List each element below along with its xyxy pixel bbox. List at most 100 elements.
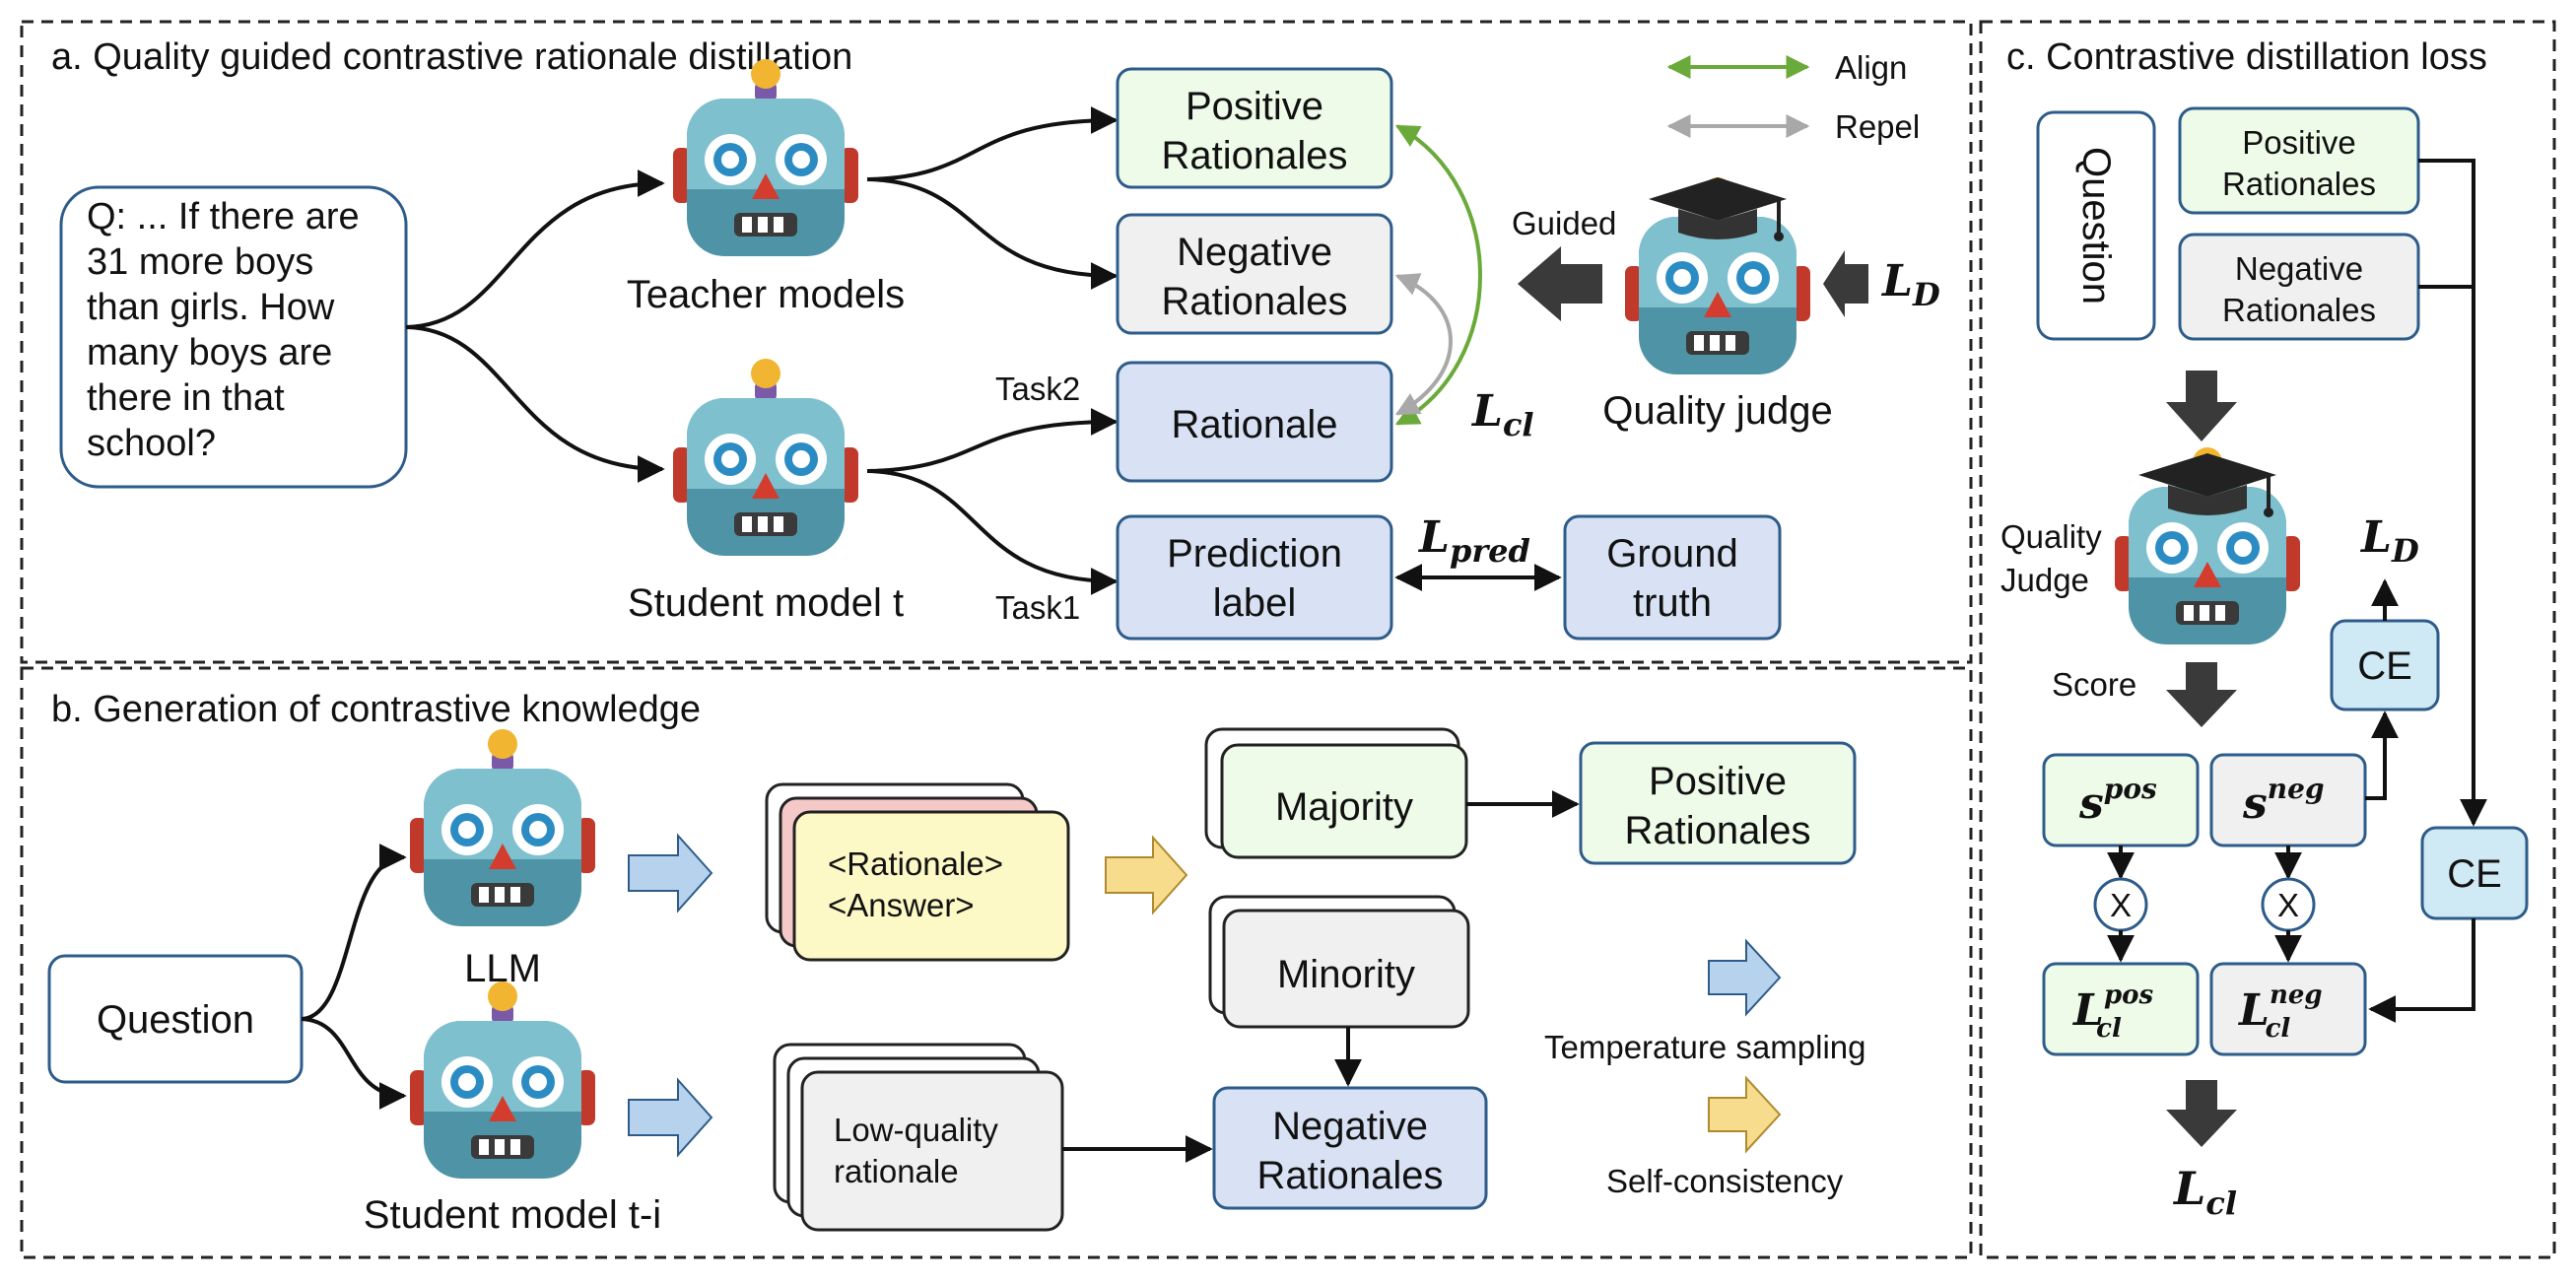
- route-positive-ce: [2418, 159, 2487, 827]
- teacher-label: Teacher models: [627, 273, 905, 316]
- ground-truth-text-2: truth: [1633, 581, 1712, 625]
- negative-b-text-1: Negative: [1272, 1105, 1428, 1148]
- rationale-box: [1116, 361, 1393, 483]
- down-arrow-score: [2166, 662, 2237, 727]
- positive-rationales-box-b: [1579, 741, 1857, 865]
- question-b-text: Question: [97, 998, 254, 1042]
- legend-self-consistency-arrow: [1708, 1075, 1782, 1154]
- legend-temperature-arrow: [1708, 938, 1782, 1017]
- ground-truth-text-1: Ground: [1606, 532, 1737, 575]
- l-d-label-a: LD: [1880, 256, 1940, 313]
- self-consistency-arrow: [1105, 835, 1188, 915]
- rationale-answer-card: [792, 810, 1070, 962]
- question-text: Q: ... If there are 31 more boys than gi…: [87, 196, 360, 464]
- temp-arrow-student: [628, 1077, 713, 1158]
- low-quality-text-1: Low-quality: [834, 1112, 998, 1148]
- panel-a-frame: [20, 20, 1973, 664]
- l-cl-final-label: Lcl: [2172, 1162, 2237, 1222]
- majority-box: [1220, 743, 1468, 859]
- arrow-question-llm: [301, 844, 407, 1021]
- negative-c-text-1: Negative: [2235, 250, 2363, 287]
- task2-label: Task2: [995, 371, 1080, 407]
- svg-text:many boys are: many boys are: [87, 332, 332, 373]
- multiply-neg-text: X: [2277, 887, 2299, 923]
- positive-rationales-box: [1116, 67, 1393, 189]
- panel-b-title: b. Generation of contrastive knowledge: [51, 689, 701, 730]
- arrow-question-student: [405, 325, 665, 483]
- student-robot-icon: [673, 359, 858, 556]
- task1-label: Task1: [995, 589, 1080, 626]
- majority-label: Majority: [1275, 785, 1413, 829]
- positive-b-text-1: Positive: [1649, 760, 1787, 803]
- negative-c-text-2: Rationales: [2222, 292, 2376, 328]
- low-quality-text-2: rationale: [834, 1153, 959, 1189]
- svg-text:31 more boys: 31 more boys: [87, 241, 313, 283]
- svg-text:than girls. How: than girls. How: [87, 287, 335, 328]
- arrow-question-student-b: [301, 1017, 407, 1110]
- arrow-student-rationale: [866, 408, 1119, 473]
- arrow-sneg-ce: [2365, 710, 2399, 800]
- quality-judge-label: Quality judge: [1602, 389, 1832, 433]
- negative-rationales-text-1: Negative: [1177, 231, 1332, 274]
- s-neg-label: sneg: [2242, 773, 2325, 829]
- down-arrow-lcl: [2166, 1080, 2237, 1147]
- student-label: Student model t: [628, 581, 904, 625]
- svg-text:there in that: there in that: [87, 377, 285, 419]
- question-box: [59, 185, 408, 489]
- l-cl-label: Lcl: [1470, 386, 1534, 443]
- rationale-tag: <Rationale>: [828, 845, 1003, 882]
- arrow-teacher-negative: [866, 177, 1119, 290]
- svg-text:school?: school?: [87, 423, 216, 464]
- temp-arrow-llm: [628, 833, 713, 913]
- teacher-robot-icon: [673, 59, 858, 256]
- positive-rationales-text-1: Positive: [1186, 85, 1323, 128]
- positive-b-text-2: Rationales: [1624, 809, 1810, 852]
- question-c-text: Question: [2074, 147, 2118, 304]
- legend-repel-label: Repel: [1835, 108, 1920, 145]
- legend-align-label: Align: [1835, 49, 1907, 86]
- student-b-label: Student model t-i: [364, 1193, 661, 1237]
- arrow-teacher-positive: [866, 106, 1119, 181]
- svg-text:Q: ... If there are: Q: ... If there are: [87, 196, 360, 237]
- rationale-text: Rationale: [1171, 403, 1337, 446]
- ce-right-label: CE: [2447, 852, 2502, 896]
- positive-c-text-1: Positive: [2242, 124, 2356, 161]
- guided-block-arrow: [1518, 246, 1602, 321]
- negative-b-text-2: Rationales: [1256, 1154, 1443, 1197]
- negative-rationales-box-b: [1212, 1086, 1488, 1210]
- s-pos-label: spos: [2078, 773, 2157, 829]
- student-b-robot-icon: [410, 981, 595, 1179]
- ce-upper-label: CE: [2357, 644, 2412, 688]
- l-d-label-c: LD: [2359, 512, 2419, 570]
- quality-judge-c-label-2: Judge: [2000, 562, 2089, 598]
- prediction-text-2: label: [1213, 581, 1297, 625]
- panel-b-frame: [20, 666, 1973, 1259]
- down-arrow-to-judge: [2166, 371, 2237, 441]
- low-quality-card: [800, 1070, 1064, 1232]
- prediction-text-1: Prediction: [1167, 532, 1342, 575]
- ground-truth-box: [1563, 514, 1782, 641]
- arrow-question-teacher: [405, 169, 665, 329]
- positive-rationales-text-2: Rationales: [1161, 134, 1347, 177]
- positive-c-text-2: Rationales: [2222, 166, 2376, 202]
- arrow-ce-lneg: [2368, 918, 2475, 1023]
- negative-rationales-box: [1116, 213, 1393, 335]
- prediction-label-box: [1116, 514, 1393, 641]
- quality-judge-c-label-1: Quality: [2000, 518, 2102, 555]
- negative-rationales-text-2: Rationales: [1161, 280, 1347, 323]
- repel-arrow: [1394, 273, 1453, 416]
- legend-self-consistency-label: Self-consistency: [1606, 1163, 1844, 1199]
- multiply-pos-text: X: [2110, 887, 2132, 923]
- panel-c-title: c. Contrastive distillation loss: [2006, 36, 2487, 78]
- l-cl-neg-box: [2209, 962, 2367, 1056]
- answer-tag: <Answer>: [828, 887, 975, 923]
- panel-c-frame: [1979, 20, 2556, 1259]
- guided-label: Guided: [1512, 205, 1616, 241]
- panel-a-title: a. Quality guided contrastive rationale …: [51, 36, 852, 78]
- align-arrow: [1394, 124, 1482, 426]
- question-box-c: [2036, 110, 2156, 341]
- l-cl-pos-box: [2042, 962, 2200, 1056]
